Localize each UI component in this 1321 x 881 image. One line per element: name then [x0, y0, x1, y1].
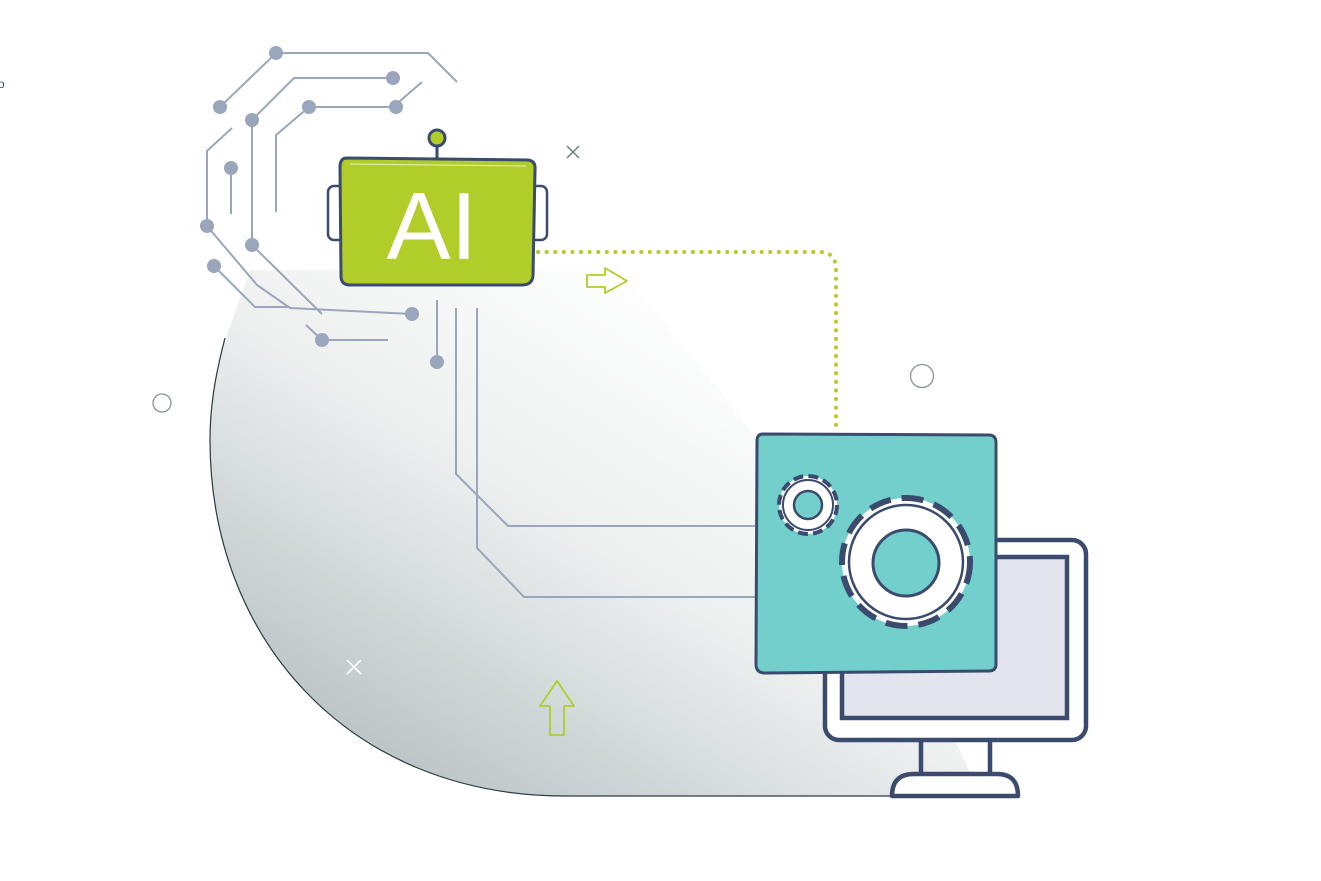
large-gear-icon [839, 495, 973, 629]
ai-chip-label: AI [387, 173, 478, 280]
circuit-nodes [200, 46, 444, 369]
arrow-up-icon [539, 680, 575, 736]
deco-circle [152, 393, 172, 413]
deco-cross [566, 145, 580, 159]
corner-mark: o [0, 77, 5, 91]
arrow-right-icon [586, 267, 628, 294]
deco-cross [346, 659, 362, 675]
small-gear-icon [777, 474, 839, 536]
gears-icon [754, 432, 998, 675]
deco-circle [909, 363, 935, 389]
dotted-connector [536, 250, 838, 427]
ai-chip-icon: AI [326, 128, 549, 287]
background-blob-outline [209, 337, 892, 797]
